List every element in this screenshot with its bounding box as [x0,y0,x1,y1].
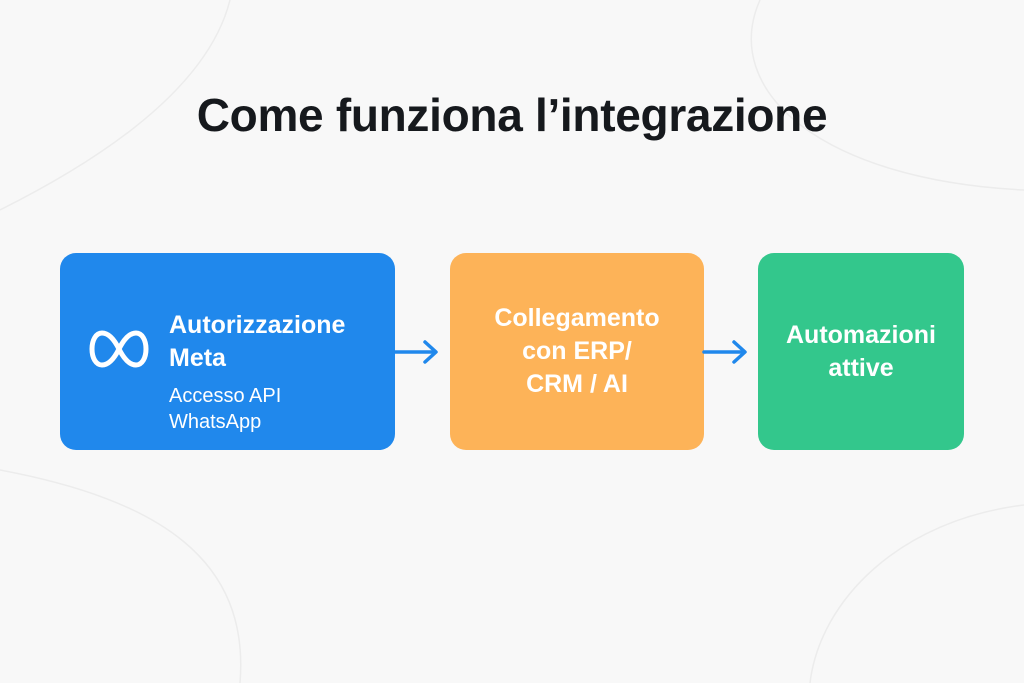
arrow-right-icon [393,340,438,364]
step-auto-line1: Automazioni [786,320,936,349]
step-erp-line2: con ERP/ [522,337,632,365]
step-erp-line3: CRM / AI [526,370,628,398]
step-auto-line2: attive [828,353,894,382]
step-meta-heading-line2: Meta [169,344,226,372]
step-meta-heading-line1: Autorizzazione [169,311,346,339]
page-title: Come funziona l’integrazione [196,89,828,141]
step-erp-crm-ai: Collegamento con ERP/ CRM / AI [450,253,704,450]
step-meta-subtitle-line2: WhatsApp [169,411,262,433]
step-meta-authorization: Autorizzazione Meta Accesso API WhatsApp [60,253,395,450]
arrow-right-icon [702,340,747,364]
meta-infinity-icon [89,330,149,368]
step-erp-line1: Collegamento [494,304,660,332]
step-meta-subtitle-line1: Accesso API [169,385,282,407]
step-active-automations: Automazioni attive [758,253,964,450]
